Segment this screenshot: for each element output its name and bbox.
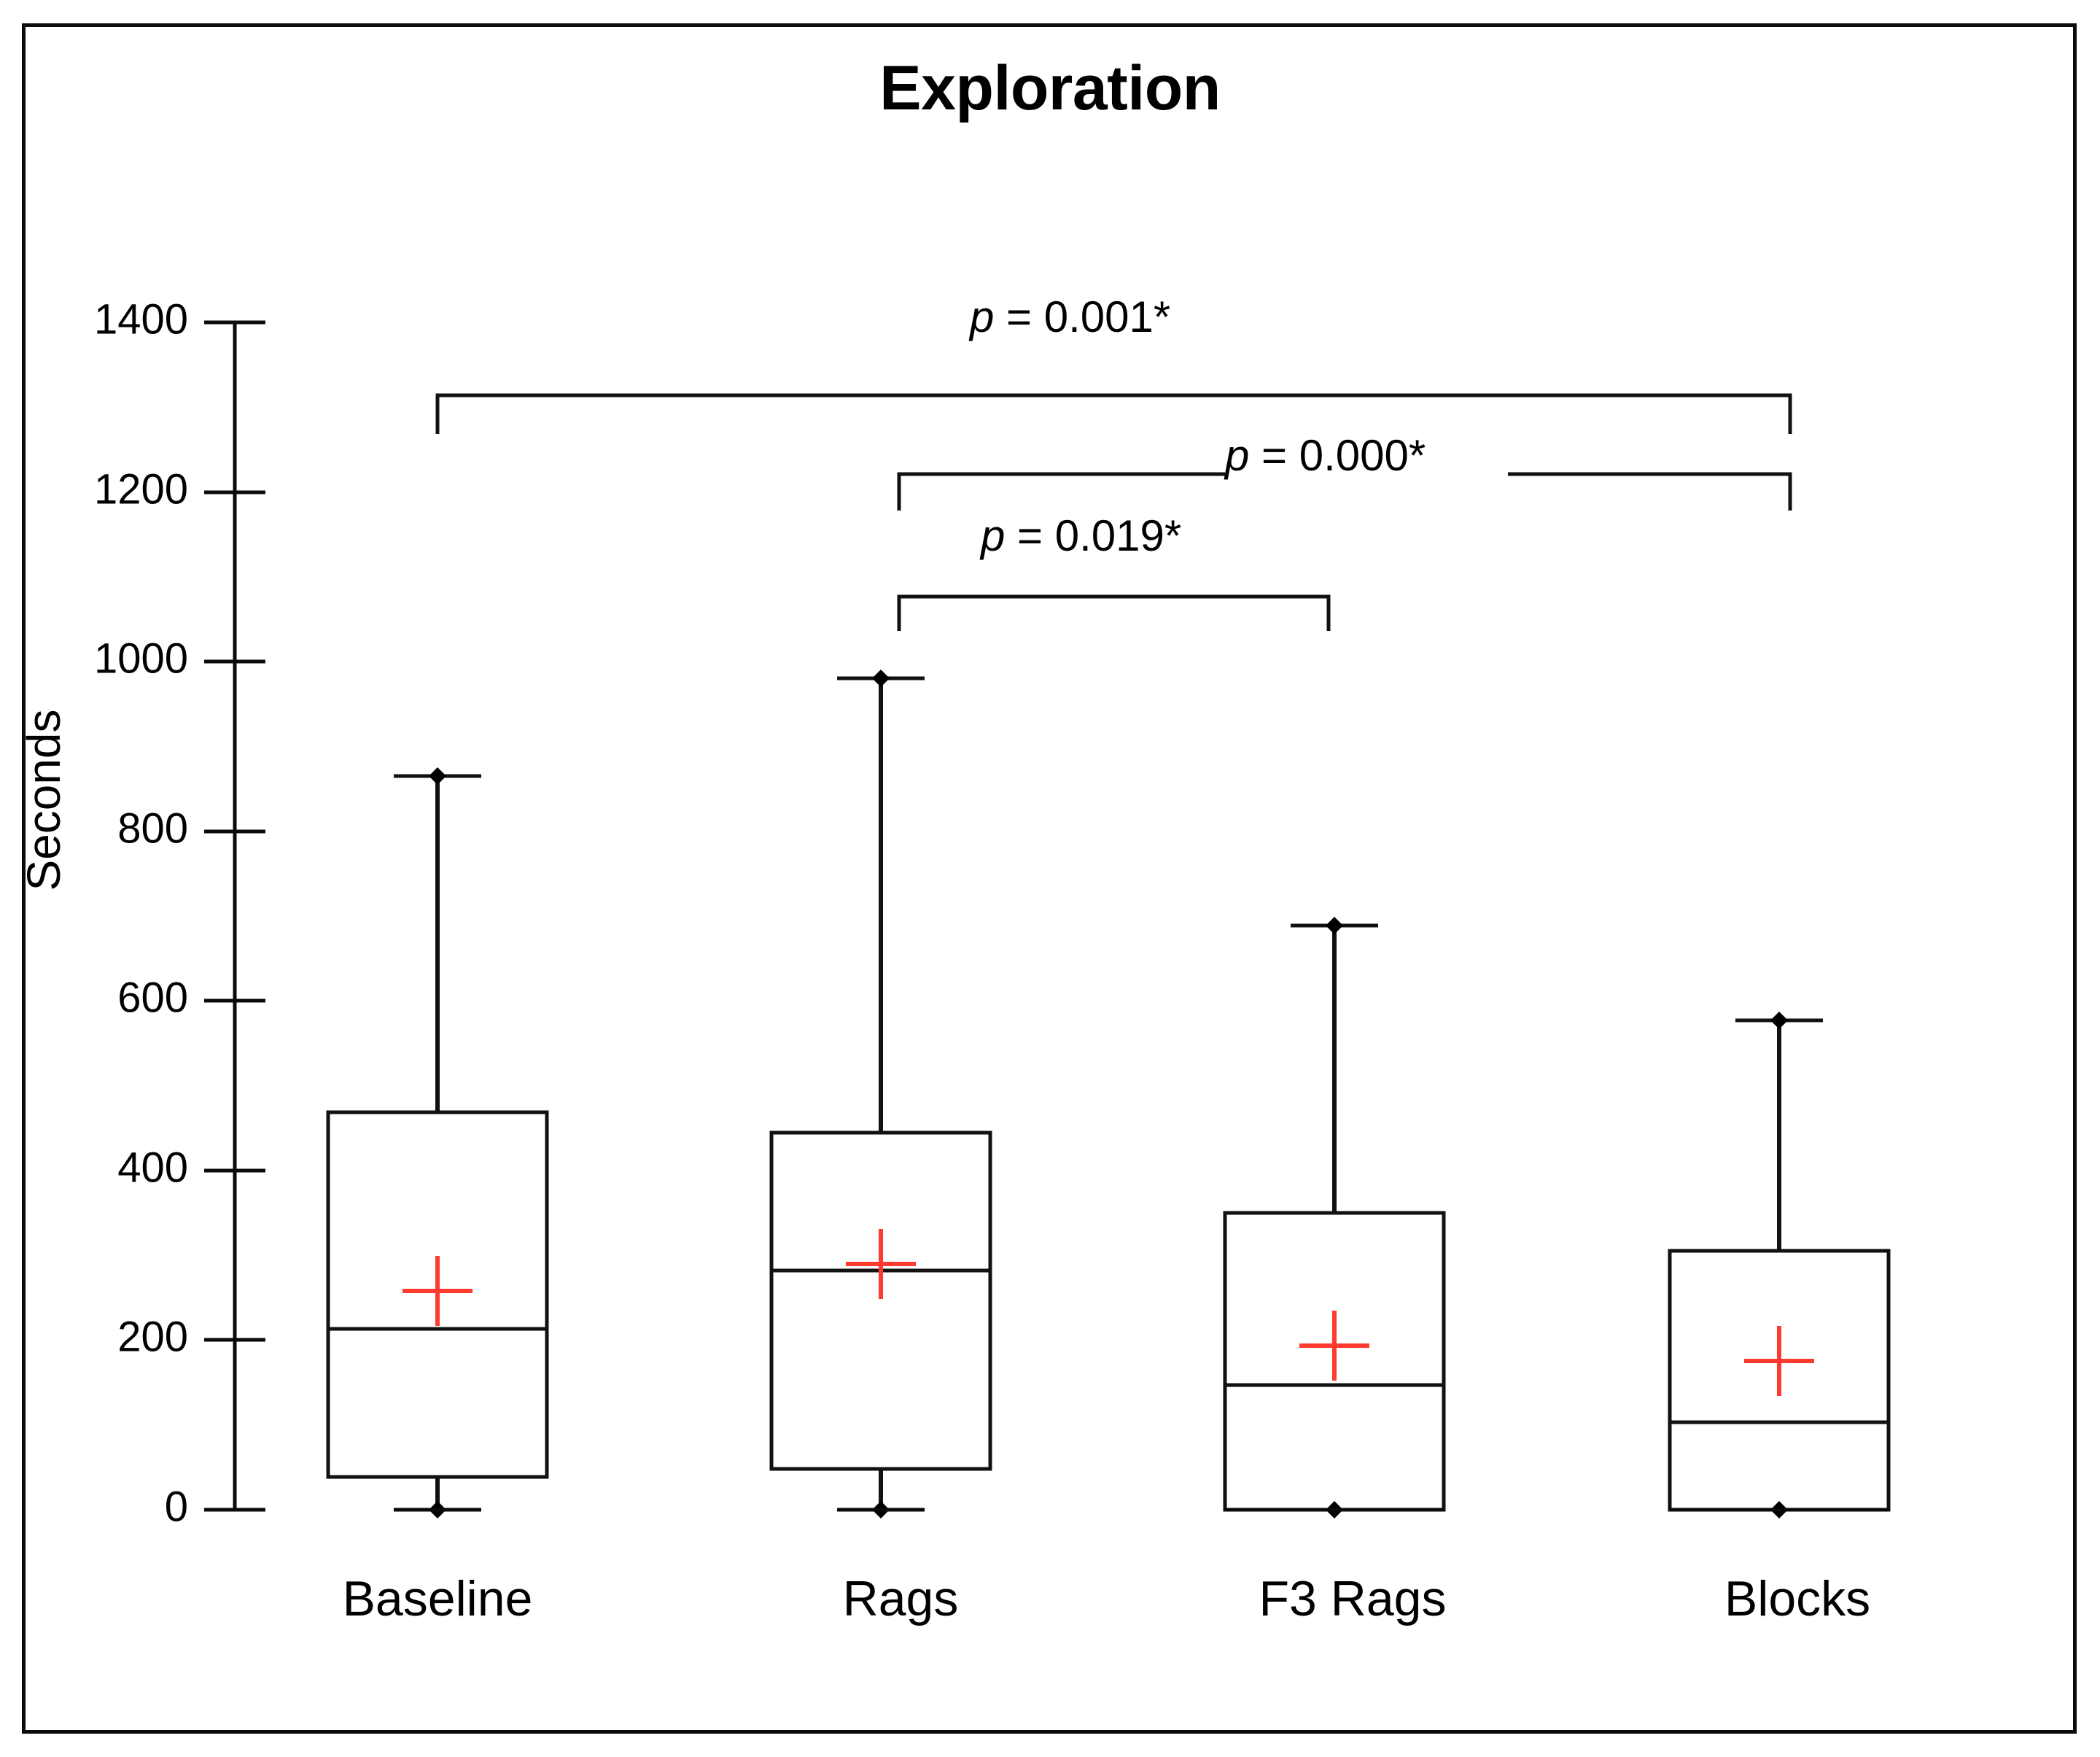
p-value-2: = 0.000* <box>1249 431 1426 480</box>
y-tick-label-800: 800 <box>117 804 188 852</box>
y-tick-label-1000: 1000 <box>94 635 188 682</box>
y-tick-label-1200: 1200 <box>94 465 188 513</box>
y-tick-label-0: 0 <box>165 1483 188 1530</box>
y-tick-label-1400: 1400 <box>94 295 188 343</box>
sig-bracket-rags-f3rags <box>897 594 1331 631</box>
y-tick-label-200: 200 <box>117 1313 188 1360</box>
y-tick-label-400: 400 <box>117 1144 188 1191</box>
p-symbol-2: p <box>1225 431 1250 480</box>
x-label-rags: Rags <box>843 1571 959 1626</box>
blocks-max-marker <box>1770 1012 1788 1029</box>
x-label-baseline: Baseline <box>343 1571 533 1626</box>
sig-bracket-rags-blocks-right <box>1508 472 1792 511</box>
rags-max-marker <box>872 670 890 687</box>
baseline-max-marker <box>429 767 446 785</box>
p-value-label-baseline-blocks: p = 0.001* <box>970 292 1170 342</box>
p-symbol-3: p <box>981 511 1006 560</box>
y-tick-label-600: 600 <box>117 974 188 1021</box>
chart-title: Exploration <box>879 53 1221 123</box>
x-label-f3-rags: F3 Rags <box>1259 1571 1447 1626</box>
p-value-3: = 0.019* <box>1005 511 1182 560</box>
box-blocks <box>1668 1012 1891 1519</box>
p-value-label-rags-f3rags: p = 0.019* <box>981 511 1181 561</box>
rags-iqr-box <box>769 1130 992 1471</box>
sig-bracket-baseline-blocks <box>435 393 1792 434</box>
p-value-label-rags-blocks: p = 0.000* <box>1225 430 1426 481</box>
box-baseline <box>326 767 549 1519</box>
y-axis-group: 1400 1200 1000 800 600 400 200 0 <box>94 295 265 1530</box>
box-f3-rags <box>1223 917 1446 1519</box>
box-rags <box>769 670 992 1519</box>
p-value-1: = 0.001* <box>994 292 1171 341</box>
x-axis-labels: Baseline Rags F3 Rags Blocks <box>343 1571 1871 1626</box>
sig-bracket-rags-blocks-left <box>897 472 1225 511</box>
f3rags-max-marker <box>1326 917 1343 934</box>
significance-brackets <box>435 393 1792 631</box>
p-symbol-1: p <box>970 292 995 341</box>
x-label-blocks: Blocks <box>1724 1571 1870 1626</box>
